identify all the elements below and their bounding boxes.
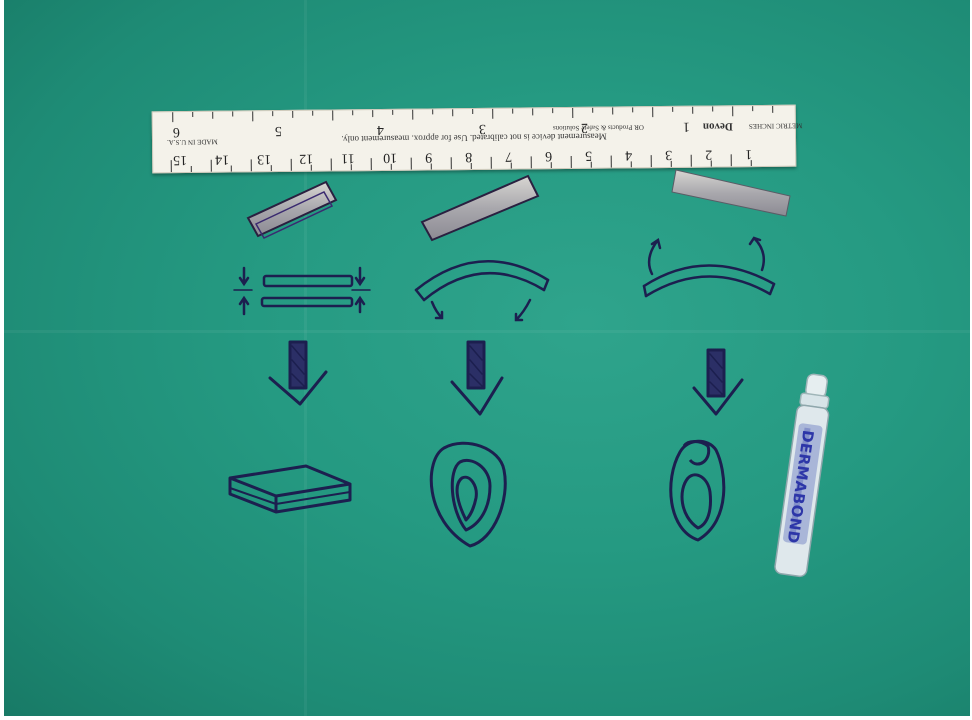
down-arrow-middle [452, 342, 502, 414]
photo-background: 6 5 4 3 2 1 Measurement device is not ca… [4, 0, 970, 716]
tissue-strip-middle [422, 176, 538, 240]
layer-diagram-left [234, 268, 370, 314]
rolled-tube-right [671, 441, 724, 540]
rolled-teardrop-middle [431, 443, 505, 546]
tissue-strip-right [672, 170, 790, 216]
down-arrow-left [270, 342, 326, 404]
stacked-layers-left [230, 466, 350, 512]
down-arrow-right [694, 350, 742, 414]
tissue-strip-left [248, 182, 336, 238]
ink-drawings [4, 0, 970, 716]
curl-diagram-right [644, 238, 774, 296]
curve-diagram-middle [416, 261, 548, 320]
